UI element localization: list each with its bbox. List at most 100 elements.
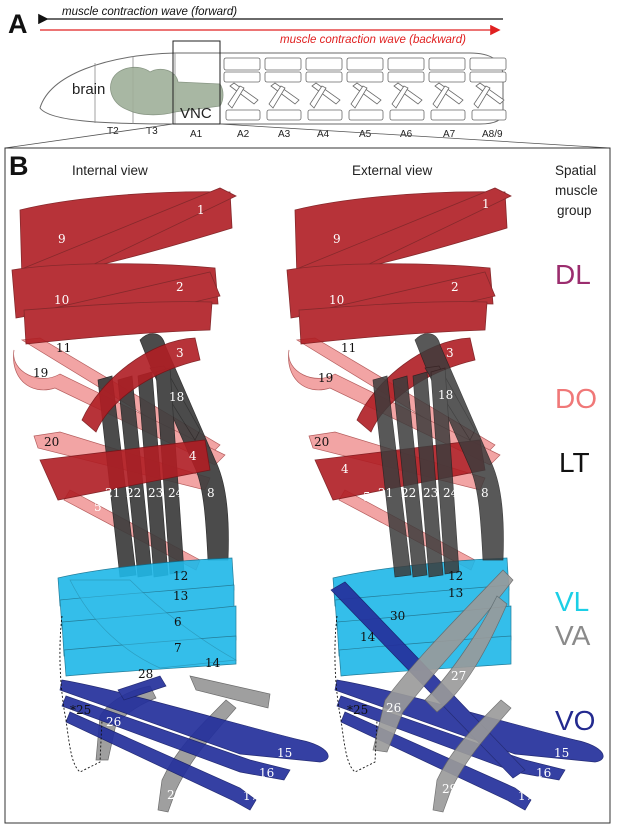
muscle-number: 17 (243, 789, 258, 803)
muscle-4 (39, 439, 211, 501)
internal-view-title: Internal view (72, 163, 148, 178)
muscle-number: 4 (341, 462, 349, 476)
segment-label: A1 (190, 129, 203, 140)
muscle-number: 8 (207, 486, 215, 500)
vo-muscles (59, 675, 329, 811)
group-label-vo: VO (555, 705, 595, 736)
panel-a: A muscle contraction wave (forward) musc… (4, 6, 611, 149)
muscle-number: 11 (341, 341, 356, 355)
dl-muscles (11, 187, 237, 501)
muscle-number: 1 (482, 197, 490, 211)
segment-label: A5 (359, 129, 372, 140)
muscle-number: 17 (518, 789, 533, 803)
muscle-number: *25 (347, 703, 368, 717)
muscle-3 (81, 337, 201, 433)
segment-label: A4 (317, 129, 330, 140)
segment-label: A2 (237, 129, 250, 140)
segment-labels: T2 T3 A1 A2 A3 A4 A5 A6 A7 A8/9 (107, 126, 503, 140)
muscle-number: 16 (536, 766, 551, 780)
muscle-15 (59, 679, 329, 763)
muscle-number: 23 (423, 486, 438, 500)
muscle-number: 4 (189, 449, 197, 463)
muscle-number: 24 (168, 486, 184, 500)
segment-label: A3 (278, 129, 291, 140)
muscle-number: 30 (390, 609, 405, 623)
segment-muscle-motif (469, 57, 507, 121)
muscle-number: 13 (448, 586, 463, 600)
segment-muscle-motif (428, 57, 466, 121)
muscle-number: 11 (56, 341, 71, 355)
backward-wave-label: muscle contraction wave (backward) (280, 34, 466, 46)
zoom-line-left (4, 123, 174, 149)
internal-muscle-map (11, 187, 329, 813)
muscle-number: 9 (58, 232, 66, 246)
muscle-number: 27 (176, 669, 191, 683)
muscle-number: 5 (363, 490, 371, 504)
lt-muscles (372, 333, 504, 578)
muscle-number: 12 (173, 569, 188, 583)
muscle-21 (372, 375, 412, 578)
muscle-number: 2 (451, 280, 459, 294)
muscle-7 (63, 635, 237, 677)
muscle-number: 12 (448, 569, 463, 583)
external-muscle-map (286, 187, 604, 813)
brain-shape (110, 66, 224, 116)
external-muscle-numbers: 1 9 2 10 3 11 19 18 20 4 21 22 23 24 8 5… (314, 197, 569, 803)
va-muscles (372, 569, 514, 813)
muscle-number: 14 (360, 630, 376, 644)
muscle-number: 28 (138, 667, 153, 681)
segment-muscle-motif (346, 57, 384, 121)
group-label-va: VA (555, 620, 591, 651)
muscle-number: 20 (314, 435, 329, 449)
muscle-29 (432, 699, 512, 813)
muscle-number: 2 (176, 280, 184, 294)
muscle-26 (372, 569, 514, 753)
vnc-label: VNC (180, 105, 212, 122)
muscle-number: 22 (401, 486, 416, 500)
muscle-number: 15 (277, 746, 292, 760)
muscle-number: 23 (148, 486, 163, 500)
group-label-dl: DL (555, 259, 591, 290)
muscle-number: 19 (318, 371, 333, 385)
muscle-number: 29 (442, 782, 457, 796)
muscle-number: 10 (329, 293, 344, 307)
muscle-number: 16 (259, 766, 274, 780)
muscle-number: 8 (481, 486, 489, 500)
segment-muscle-motif (264, 57, 302, 121)
muscle-17 (65, 711, 257, 811)
panel-a-letter: A (8, 9, 28, 39)
muscle-number: 18 (169, 390, 184, 404)
zoom-line-right (219, 123, 611, 149)
muscle-28 (117, 675, 167, 701)
muscle-number: 21 (105, 486, 120, 500)
segment-muscle-motif (387, 57, 425, 121)
dotted-outline (334, 615, 378, 773)
muscle-number: 26 (106, 715, 121, 729)
segment-muscle-motif (305, 57, 343, 121)
group-label-do: DO (555, 383, 597, 414)
muscle-number: 9 (333, 232, 341, 246)
muscle-27 (189, 675, 271, 709)
abdominal-segments (223, 57, 507, 121)
segment-label: A6 (400, 129, 413, 140)
brain-label: brain (72, 81, 105, 98)
segment-label: T3 (146, 126, 158, 137)
muscle-number: 10 (54, 293, 69, 307)
muscle-number: 15 (554, 746, 569, 760)
muscle-10b (23, 301, 213, 345)
muscle-27 (424, 595, 508, 713)
vnc-highlight-box (172, 40, 221, 125)
muscle-number: 5 (94, 500, 102, 514)
panel-b-letter: B (9, 151, 29, 181)
muscle-number: 27 (451, 669, 466, 683)
muscle-number: 24 (443, 486, 459, 500)
group-label-lt: LT (559, 447, 590, 478)
muscle-number: 1 (197, 203, 205, 217)
muscle-22 (392, 375, 428, 578)
muscle-number: 18 (438, 388, 453, 402)
forward-wave-label: muscle contraction wave (forward) (62, 6, 237, 18)
muscle-10b (298, 301, 488, 345)
segment-muscle-motif (223, 57, 261, 121)
muscle-23 (412, 371, 444, 578)
